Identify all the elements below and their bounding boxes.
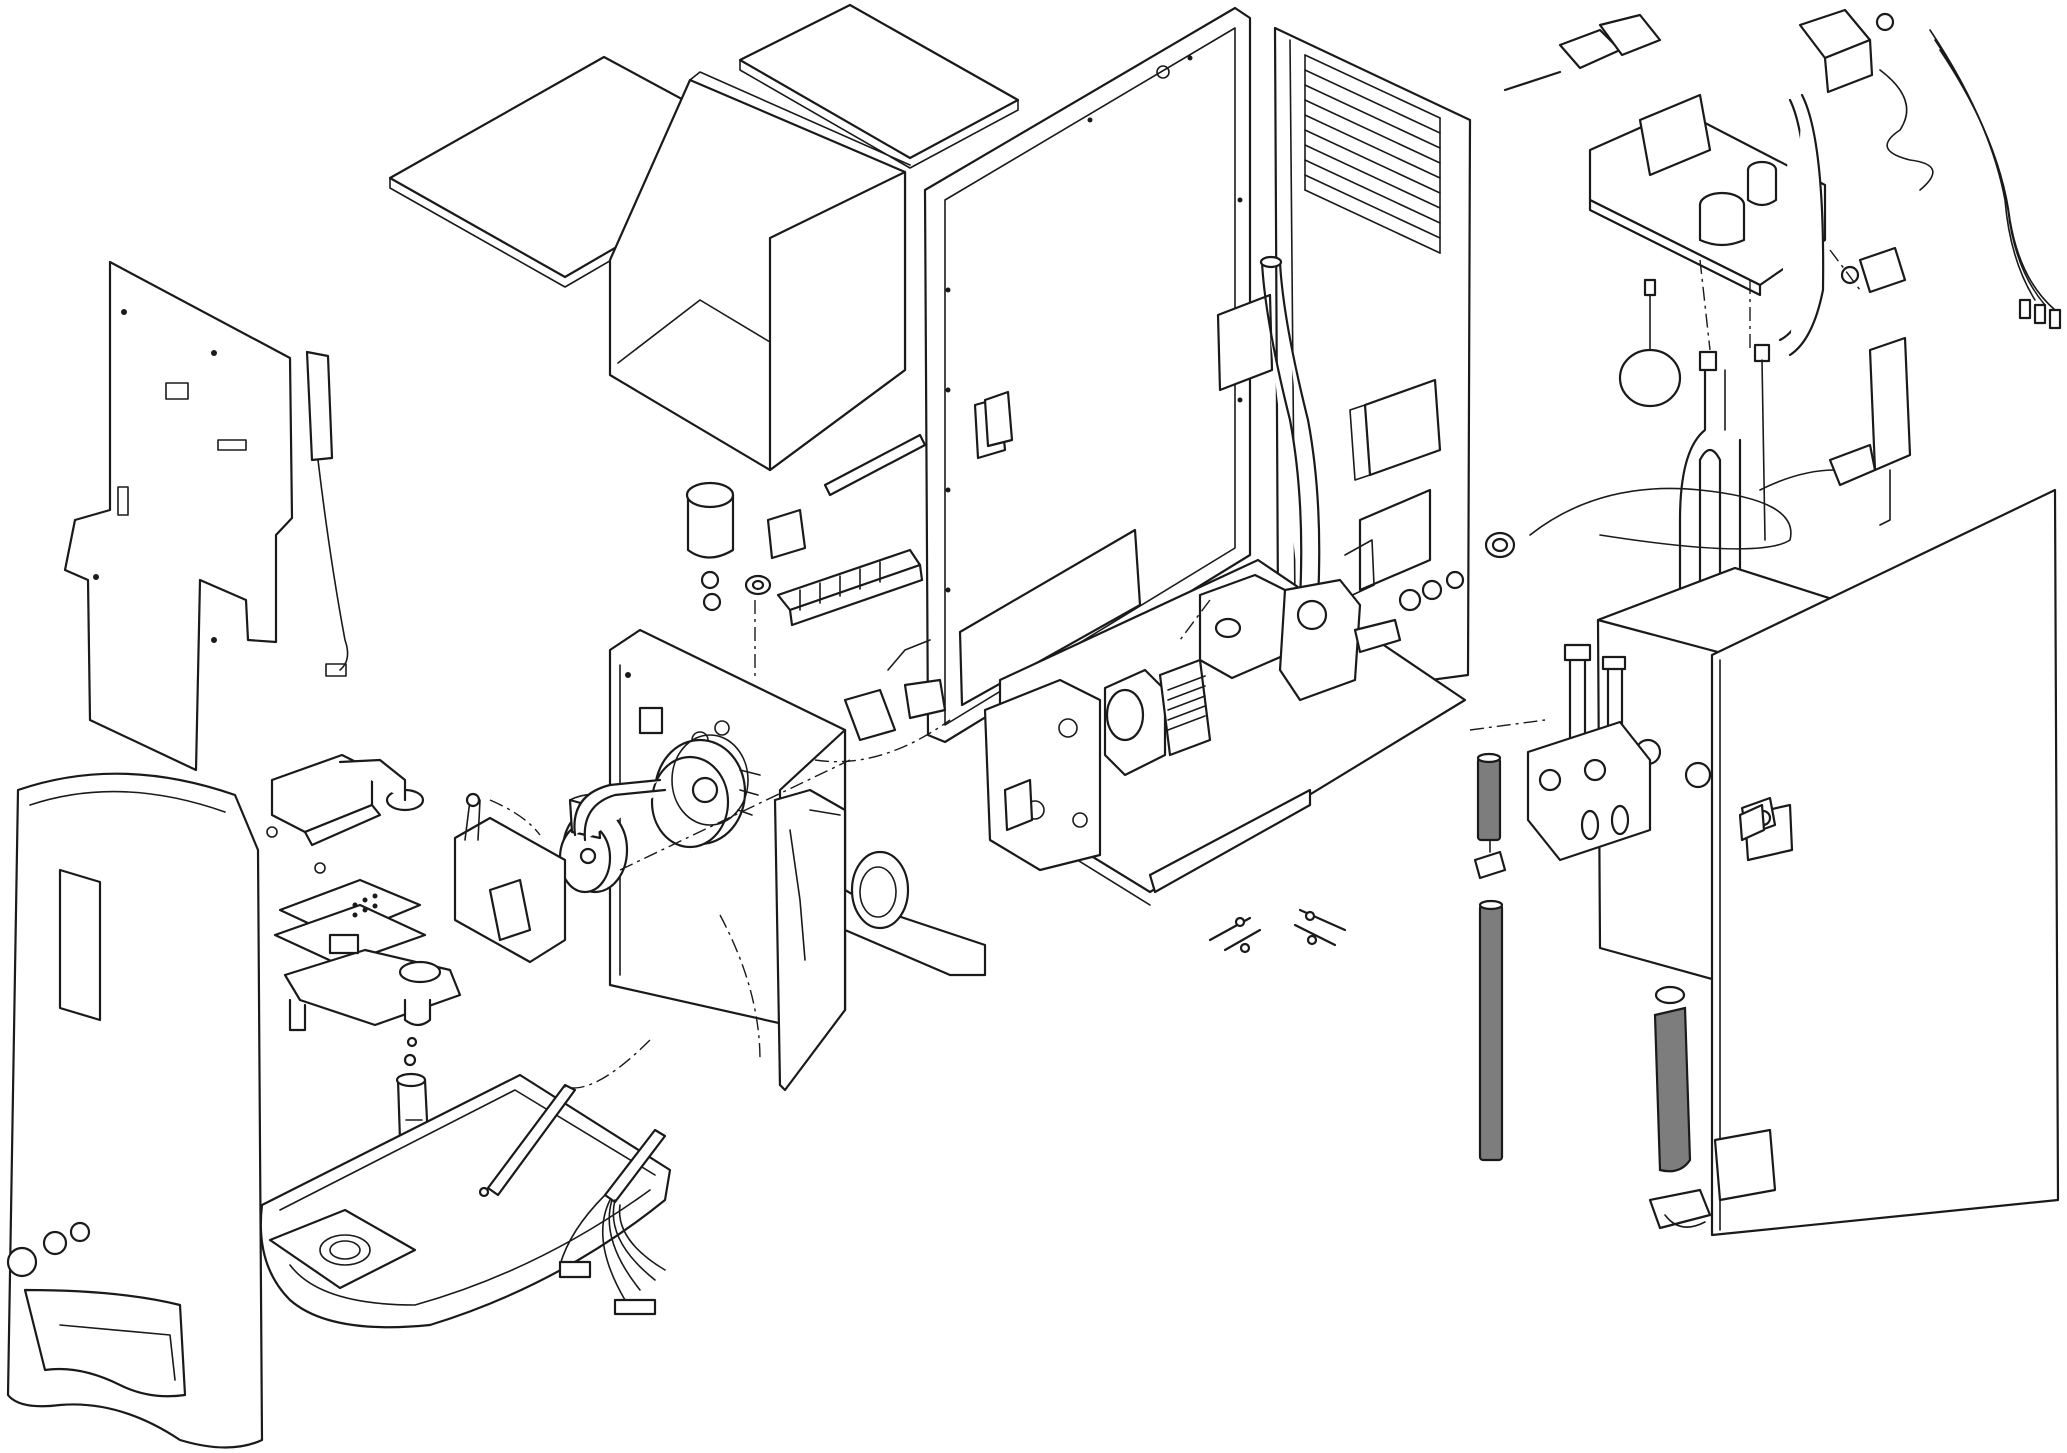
relay-module xyxy=(1798,8,1895,94)
coffee-motor-canister xyxy=(685,481,735,612)
drip-grate xyxy=(268,1208,417,1290)
gear-motor xyxy=(1103,658,1212,777)
side-mount-clips xyxy=(1738,803,1766,842)
centre-support-bracket xyxy=(773,788,847,1092)
wire-harness-bottom xyxy=(558,1194,666,1316)
steam-hose xyxy=(1259,255,1321,602)
heater-terminal-box xyxy=(1868,336,1912,526)
solenoid-valve-block xyxy=(1198,570,1465,702)
motor-drive-cam xyxy=(850,850,910,930)
drain-clip xyxy=(1648,1188,1712,1230)
top-left-mounting-block xyxy=(1503,13,1662,92)
central-cabinet-frame xyxy=(923,6,1252,744)
mains-wire-bundle xyxy=(1929,29,2062,330)
mixing-plate-stack xyxy=(273,878,462,1032)
lid-panel-right xyxy=(738,3,1020,169)
rear-vented-panel xyxy=(1216,26,1472,692)
grey-hose-long xyxy=(1478,899,1504,1162)
grommet-ring xyxy=(744,574,772,596)
rear-riser-panel xyxy=(63,260,294,772)
cable-clip xyxy=(766,508,807,560)
boiler-drain-hose xyxy=(1653,985,1692,1173)
motor-mount-bracket xyxy=(983,678,1102,872)
assembly-axis-lines xyxy=(489,249,1861,1089)
drive-pulley xyxy=(650,734,761,849)
pressostat-coil-wires xyxy=(1879,69,1934,191)
ingredient-bin-box xyxy=(608,71,911,472)
hose-fitting-tee xyxy=(1473,839,1507,880)
grey-hose-short xyxy=(1476,752,1502,842)
steam-outlet-elbow xyxy=(1778,93,1825,357)
side-bracket-strip xyxy=(305,350,349,677)
wire-loom-top xyxy=(823,433,927,497)
pin-fasteners xyxy=(1208,908,1347,954)
microswitch-pair xyxy=(843,639,947,742)
boiler-lid-assembly xyxy=(1588,93,1827,297)
water-valve-manifold xyxy=(1526,720,1652,862)
terminal-block xyxy=(776,548,924,627)
door-knob-icon xyxy=(6,1246,38,1278)
mixer-motor-housing xyxy=(453,792,567,964)
elbow-fitting xyxy=(1840,246,1907,294)
temperature-probe-left xyxy=(478,1083,577,1198)
level-float xyxy=(1618,278,1682,408)
mixer-assembly xyxy=(266,753,425,874)
front-door-panel xyxy=(6,772,264,1449)
pulley-belt-loop xyxy=(573,778,667,842)
power-cord xyxy=(1484,443,1877,559)
